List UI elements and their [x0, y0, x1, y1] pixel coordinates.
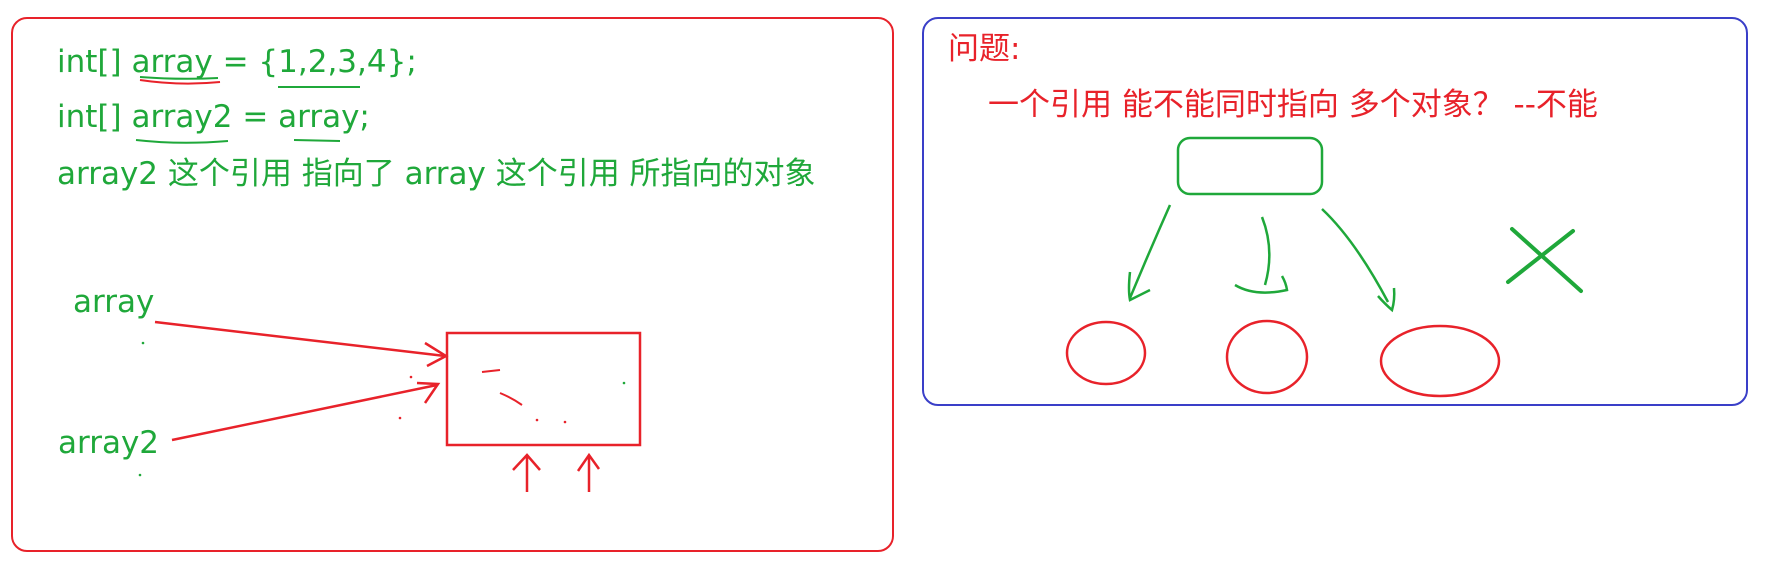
- pointer-arrow-right-head: [1377, 287, 1396, 313]
- left-panel: [11, 17, 894, 552]
- box-scribble-2: [499, 392, 523, 406]
- arrow-array-head: [424, 341, 449, 368]
- question-label: 问题:: [948, 31, 1021, 67]
- reference-box: [1176, 136, 1324, 196]
- up-arrow-1: [512, 453, 541, 492]
- object-ellipse-2: [1225, 319, 1309, 395]
- box-dot-4: [409, 375, 413, 379]
- pointer-arrow-middle: [1260, 216, 1271, 286]
- dot-near-array: [141, 341, 145, 345]
- underline-array2: [135, 139, 229, 144]
- code-line-1: int[] array = {1,2,3,4};: [57, 44, 417, 80]
- question-text: 一个引用 能不能同时指向 多个对象？ --不能: [988, 87, 1598, 123]
- pointer-arrow-left-head: [1127, 271, 1151, 302]
- box-dot-3: [622, 381, 626, 385]
- object-box: [445, 331, 642, 447]
- object-ellipse-1: [1065, 320, 1147, 386]
- pointer-arrow-middle-head: [1234, 275, 1289, 294]
- box-dot-1: [535, 418, 539, 422]
- pointer-arrow-left: [1128, 204, 1172, 299]
- underline-array-green: [139, 76, 219, 80]
- up-arrow-2: [576, 452, 601, 492]
- cross-mark-icon: [1506, 227, 1583, 293]
- box-scribble-1: [481, 369, 501, 373]
- box-dot-5: [398, 416, 402, 420]
- code-line-2: int[] array2 = array;: [57, 99, 370, 135]
- box-dot-2: [563, 420, 567, 424]
- arrow-array-line: [154, 320, 446, 358]
- explanation-line: array2 这个引用 指向了 array 这个引用 所指向的对象: [57, 156, 816, 192]
- object-ellipse-3: [1379, 324, 1501, 398]
- label-array2: array2: [58, 425, 160, 461]
- dot-near-array2: [138, 473, 142, 477]
- underline-array-ref: [293, 139, 341, 142]
- pointer-arrow-right: [1321, 208, 1390, 303]
- arrow-array2-head: [416, 381, 441, 404]
- underline-array-red: [139, 79, 221, 85]
- right-panel: [922, 17, 1748, 406]
- label-array: array: [73, 284, 155, 320]
- arrow-array2-line: [171, 383, 438, 442]
